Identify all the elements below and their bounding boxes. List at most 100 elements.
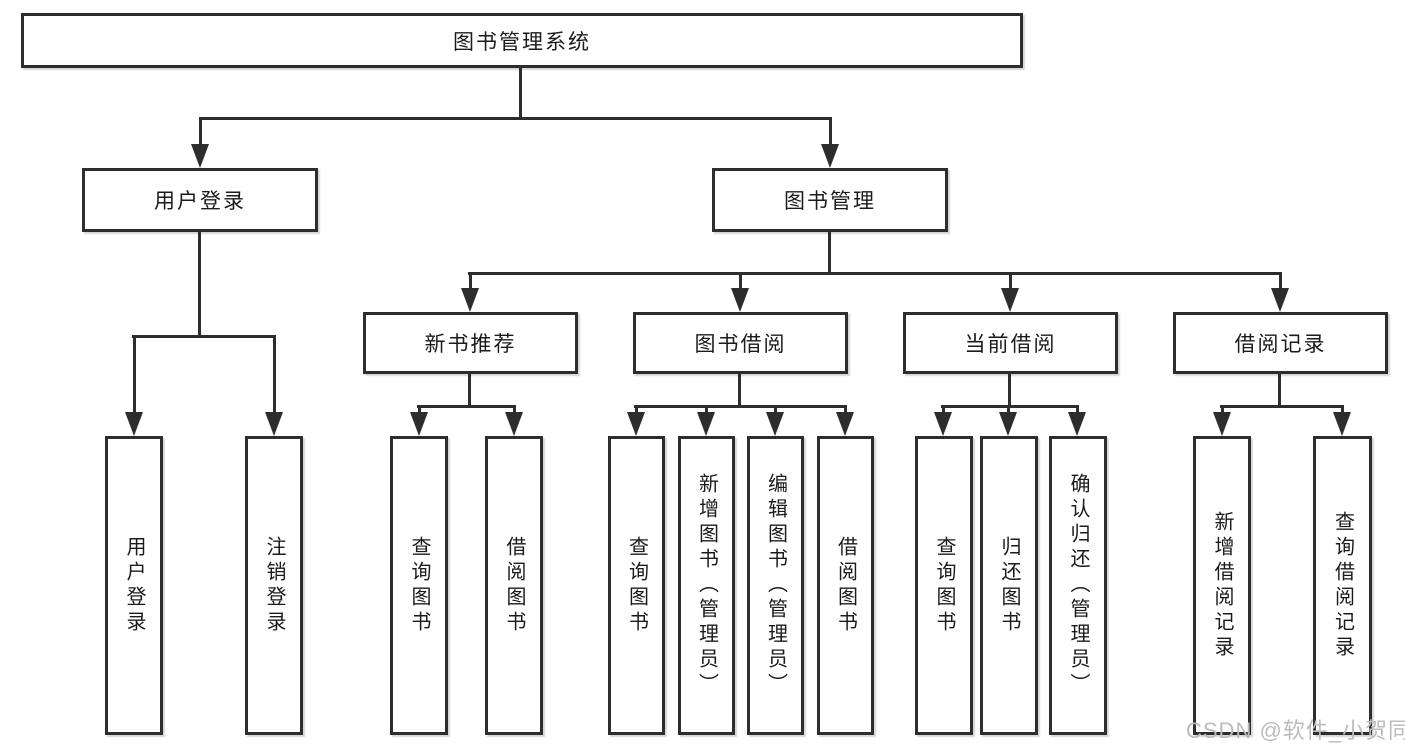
arrow-down-icon xyxy=(505,405,523,436)
arrow-stem xyxy=(941,405,945,412)
leaf-label: 新增借阅记录 xyxy=(1211,510,1233,661)
arrow-down-icon xyxy=(191,117,209,168)
arrow-head xyxy=(731,288,749,312)
connector-line xyxy=(1008,374,1011,407)
node-label: 借阅记录 xyxy=(1234,333,1327,356)
arrow-head xyxy=(1333,412,1351,436)
arrow-stem xyxy=(843,405,847,412)
arrow-head xyxy=(1001,288,1019,312)
leaf-query-borrow-record: 查询借阅记录 xyxy=(1313,436,1372,735)
connector-line xyxy=(199,117,832,120)
arrow-stem xyxy=(198,117,202,144)
connector-line xyxy=(417,405,516,408)
arrow-head xyxy=(265,412,283,436)
connector-line xyxy=(941,405,1079,408)
arrow-stem xyxy=(1278,272,1282,288)
arrow-head xyxy=(627,412,645,436)
arrow-down-icon xyxy=(125,335,143,436)
leaf-label: 查询借阅记录 xyxy=(1331,510,1354,661)
arrow-down-icon xyxy=(1271,272,1289,312)
arrow-stem xyxy=(704,405,708,412)
arrow-down-icon xyxy=(731,272,749,312)
arrow-stem xyxy=(738,272,742,288)
leaf-label: 确认归还（管理员） xyxy=(1067,473,1089,698)
leaf-query-books-recommend: 查询图书 xyxy=(390,436,448,735)
node-label: 图书借阅 xyxy=(694,333,787,356)
arrow-down-icon xyxy=(999,405,1017,436)
arrow-stem xyxy=(272,335,276,412)
arrow-stem xyxy=(512,405,516,412)
node-current-borrowing: 当前借阅 xyxy=(903,312,1118,374)
arrow-head xyxy=(836,412,854,436)
leaf-label: 新增图书（管理员） xyxy=(695,473,718,698)
node-user-login: 用户登录 xyxy=(82,168,318,232)
arrow-down-icon xyxy=(265,335,283,436)
leaf-add-borrow-record: 新增借阅记录 xyxy=(1193,436,1251,735)
connector-line xyxy=(198,232,201,337)
arrow-stem xyxy=(828,117,832,144)
leaf-label: 借阅图书 xyxy=(834,535,857,636)
arrow-head xyxy=(1271,288,1289,312)
leaf-edit-books-admin: 编辑图书（管理员） xyxy=(747,436,804,735)
arrow-head xyxy=(125,412,143,436)
node-book-borrowing: 图书借阅 xyxy=(633,312,848,374)
arrow-down-icon xyxy=(934,405,952,436)
node-label: 图书管理系统 xyxy=(453,30,591,54)
node-label: 用户登录 xyxy=(154,190,246,213)
arrow-down-icon xyxy=(1068,405,1086,436)
arrow-head xyxy=(1068,412,1086,436)
arrow-down-icon xyxy=(821,117,839,168)
leaf-user-login: 用户登录 xyxy=(105,436,163,735)
leaf-confirm-return-admin: 确认归还（管理员） xyxy=(1049,436,1107,735)
connector-line xyxy=(132,335,276,338)
arrow-head xyxy=(934,412,952,436)
arrow-down-icon xyxy=(461,272,479,312)
arrow-down-icon xyxy=(627,405,645,436)
leaf-label: 查询图书 xyxy=(408,535,430,636)
leaf-label: 编辑图书（管理员） xyxy=(764,473,787,698)
arrow-down-icon xyxy=(836,405,854,436)
csdn-watermark: CSDN @软件_小贺同学 xyxy=(1186,718,1405,743)
arrow-down-icon xyxy=(766,405,784,436)
arrow-stem xyxy=(1008,272,1012,288)
arrow-head xyxy=(697,412,715,436)
leaf-label: 查询图书 xyxy=(933,535,955,636)
leaf-label: 用户登录 xyxy=(123,535,145,636)
connector-line xyxy=(1278,374,1281,407)
leaf-label: 注销登录 xyxy=(263,535,285,636)
leaf-label: 归还图书 xyxy=(998,535,1020,636)
arrow-stem xyxy=(1075,405,1079,412)
leaf-query-books-borrowing: 查询图书 xyxy=(608,436,665,735)
node-label: 当前借阅 xyxy=(964,333,1057,356)
leaf-borrow-books-recommend: 借阅图书 xyxy=(485,436,543,735)
arrow-stem xyxy=(417,405,421,412)
connector-line xyxy=(519,67,522,119)
connector-line xyxy=(738,374,741,407)
leaf-add-books-admin: 新增图书（管理员） xyxy=(678,436,735,735)
node-borrowing-records: 借阅记录 xyxy=(1173,312,1388,374)
connector-line xyxy=(634,405,847,408)
arrow-stem xyxy=(132,335,136,412)
node-new-book-recommend: 新书推荐 xyxy=(363,312,578,374)
arrow-head xyxy=(999,412,1017,436)
arrow-stem xyxy=(1006,405,1010,412)
node-book-management: 图书管理 xyxy=(712,168,948,232)
connector-line xyxy=(468,374,471,407)
leaf-borrow-books: 借阅图书 xyxy=(817,436,874,735)
connector-line xyxy=(1220,405,1344,408)
connector-line xyxy=(828,232,831,274)
arrow-down-icon xyxy=(1213,405,1231,436)
leaf-label: 查询图书 xyxy=(625,535,648,636)
node-label: 图书管理 xyxy=(784,190,876,213)
connector-line xyxy=(468,272,1282,275)
leaf-return-books: 归还图书 xyxy=(980,436,1038,735)
arrow-stem xyxy=(1220,405,1224,412)
arrow-down-icon xyxy=(1333,405,1351,436)
arrow-head xyxy=(410,412,428,436)
arrow-stem xyxy=(634,405,638,412)
leaf-query-books-current: 查询图书 xyxy=(915,436,973,735)
leaf-logout: 注销登录 xyxy=(245,436,303,735)
arrow-down-icon xyxy=(410,405,428,436)
leaf-label: 借阅图书 xyxy=(503,535,525,636)
